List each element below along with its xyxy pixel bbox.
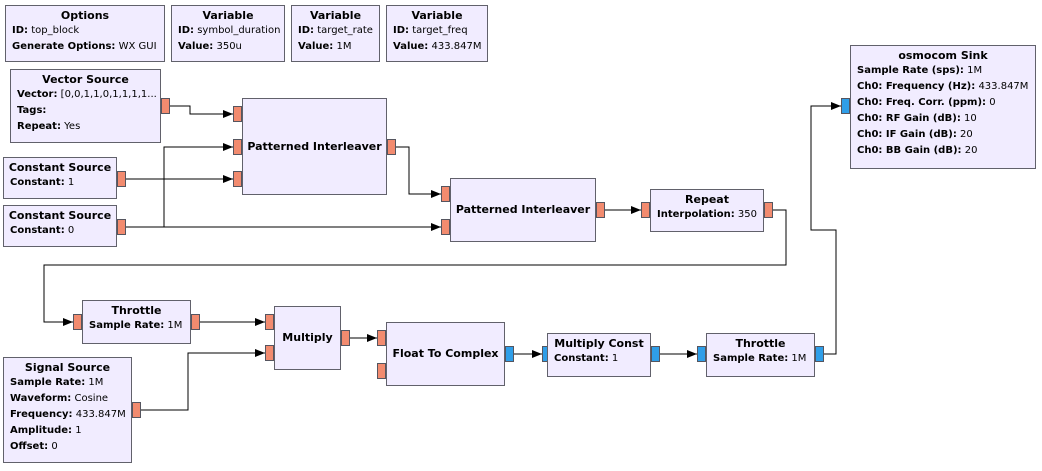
param-generate-options: Generate Options: WX GUI (12, 41, 157, 52)
param-sample-rate: Sample Rate: 1M (89, 320, 183, 331)
param-amplitude: Amplitude: 1 (10, 425, 82, 436)
param-interpolation: Interpolation: 350 (657, 209, 758, 220)
float-to-complex-in-port-1[interactable] (377, 363, 386, 379)
wire-vector-to-interleaver1 (170, 105, 233, 118)
param-if-gain: Ch0: IF Gain (dB): 20 (857, 129, 973, 140)
param-sample-rate: Sample Rate: 1M (10, 377, 104, 388)
throttle-2-block[interactable]: Throttle Sample Rate: 1M (706, 333, 815, 377)
patterned-interleaver-1-block[interactable]: Patterned Interleaver (242, 98, 387, 195)
param-offset: Offset: 0 (10, 441, 58, 452)
block-title: Vector Source (42, 73, 129, 86)
param-frequency: Ch0: Frequency (Hz): 433.847M (857, 81, 1029, 92)
param-id: ID: symbol_duration (178, 25, 281, 36)
throttle-1-in-port[interactable] (73, 314, 82, 330)
throttle-2-in-port[interactable] (697, 346, 706, 362)
block-title: Float To Complex (392, 347, 499, 360)
constant-source-1-out-port[interactable] (117, 171, 126, 187)
param-rf-gain: Ch0: RF Gain (dB): 10 (857, 113, 977, 124)
block-title: Throttle (111, 304, 162, 317)
repeat-block[interactable]: Repeat Interpolation: 350 (650, 189, 764, 232)
signal-source-block[interactable]: Signal Source Sample Rate: 1M Waveform: … (3, 357, 132, 463)
interleaver-1-out-port[interactable] (387, 139, 396, 155)
wire-const0-to-interleaver1 (126, 143, 233, 228)
constant-source-1-block[interactable]: Constant Source Constant: 1 (3, 157, 117, 199)
throttle-1-out-port[interactable] (191, 314, 200, 330)
param-freq-corr: Ch0: Freq. Corr. (ppm): 0 (857, 97, 996, 108)
repeat-in-port[interactable] (641, 202, 650, 218)
block-title: Variable (309, 9, 362, 22)
interleaver-2-in-port-0[interactable] (441, 186, 450, 202)
repeat-out-port[interactable] (764, 202, 773, 218)
block-title: Multiply (282, 331, 333, 344)
osmocom-sink-block[interactable]: osmocom Sink Sample Rate (sps): 1M Ch0: … (850, 45, 1036, 169)
param-constant: Constant: 1 (10, 177, 75, 188)
block-title: Variable (411, 9, 463, 22)
param-bb-gain: Ch0: BB Gain (dB): 20 (857, 145, 978, 156)
wire-signal-to-multiply (141, 349, 265, 411)
param-id: ID: top_block (12, 25, 80, 36)
param-id: ID: target_freq (393, 25, 468, 36)
multiply-out-port[interactable] (341, 330, 350, 346)
patterned-interleaver-2-block[interactable]: Patterned Interleaver (450, 178, 596, 242)
wire-throttle2-to-sink (810, 102, 841, 355)
block-title: Options (60, 9, 110, 22)
throttle-1-block[interactable]: Throttle Sample Rate: 1M (82, 300, 191, 344)
block-title: Patterned Interleaver (455, 203, 591, 216)
multiply-in-port-1[interactable] (265, 345, 274, 361)
float-to-complex-block[interactable]: Float To Complex (386, 322, 505, 386)
param-constant: Constant: 0 (10, 225, 75, 236)
param-waveform: Waveform: Cosine (10, 393, 109, 404)
variable-target-freq-block[interactable]: Variable ID: target_freq Value: 433.847M (386, 5, 488, 62)
param-value: Value: 1M (298, 41, 352, 52)
block-title: Signal Source (24, 361, 111, 374)
param-value: Value: 350u (178, 41, 242, 52)
multiply-const-out-port[interactable] (651, 346, 660, 362)
param-id: ID: target_rate (298, 25, 373, 36)
wire-interleaver1-to-interleaver2 (396, 146, 441, 198)
options-block[interactable]: Options ID: top_block Generate Options: … (5, 5, 165, 62)
param-tags: Tags: (17, 105, 47, 116)
signal-source-out-port[interactable] (132, 402, 141, 418)
vector-source-out-port[interactable] (161, 98, 170, 114)
interleaver-1-in-port-0[interactable] (233, 106, 242, 122)
interleaver-2-out-port[interactable] (596, 202, 605, 218)
block-title: osmocom Sink (898, 49, 988, 62)
variable-symbol-duration-block[interactable]: Variable ID: symbol_duration Value: 350u (171, 5, 285, 62)
block-title: Variable (202, 9, 254, 22)
block-title: Repeat (685, 193, 729, 206)
float-to-complex-in-port-0[interactable] (377, 330, 386, 346)
block-title: Constant Source (8, 161, 112, 174)
interleaver-1-in-port-1[interactable] (233, 139, 242, 155)
block-title: Constant Source (8, 209, 112, 222)
multiply-block[interactable]: Multiply (274, 306, 341, 370)
float-to-complex-out-port[interactable] (505, 346, 514, 362)
block-title: Throttle (735, 337, 786, 350)
param-value: Value: 433.847M (393, 41, 482, 52)
block-title: Multiply Const (554, 337, 644, 350)
param-frequency: Frequency: 433.847M (10, 409, 126, 420)
param-sample-rate: Sample Rate (sps): 1M (857, 65, 983, 76)
param-vector: Vector: [0,0,1,1,0,1,1,1,1... (17, 89, 157, 100)
multiply-in-port-0[interactable] (265, 314, 274, 330)
param-sample-rate: Sample Rate: 1M (713, 353, 807, 364)
variable-target-rate-block[interactable]: Variable ID: target_rate Value: 1M (291, 5, 380, 62)
interleaver-1-in-port-2[interactable] (233, 171, 242, 187)
constant-source-0-block[interactable]: Constant Source Constant: 0 (3, 205, 117, 247)
wire-repeat-to-throttle1 (43, 209, 787, 326)
constant-source-0-out-port[interactable] (117, 219, 126, 235)
param-constant: Constant: 1 (554, 353, 619, 364)
osmocom-sink-in-port[interactable] (841, 98, 850, 114)
param-repeat: Repeat: Yes (17, 121, 81, 132)
vector-source-block[interactable]: Vector Source Vector: [0,0,1,1,0,1,1,1,1… (10, 69, 161, 143)
throttle-2-out-port[interactable] (815, 346, 824, 362)
block-title: Patterned Interleaver (247, 139, 382, 153)
multiply-const-block[interactable]: Multiply Const Constant: 1 (547, 333, 651, 377)
interleaver-2-in-port-1[interactable] (441, 219, 450, 235)
